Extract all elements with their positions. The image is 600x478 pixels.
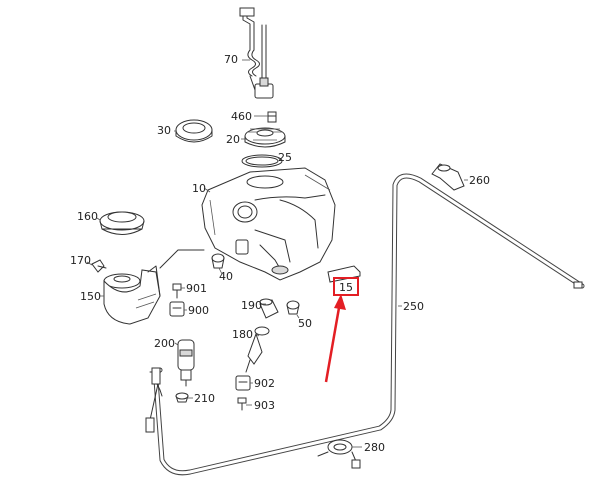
label-190: 190 bbox=[241, 299, 262, 312]
leader-lines bbox=[86, 59, 468, 448]
highlight-arrow bbox=[324, 294, 346, 383]
highlight-box-part-15 bbox=[333, 277, 359, 296]
part-250-washer-hose[interactable] bbox=[145, 173, 585, 476]
part-900-connector[interactable] bbox=[169, 301, 185, 317]
part-150-filler-neck[interactable] bbox=[103, 265, 161, 325]
label-25: 25 bbox=[278, 151, 292, 164]
part-460-plug[interactable] bbox=[267, 111, 277, 123]
label-20: 20 bbox=[226, 133, 240, 146]
part-280-hose-clip[interactable] bbox=[317, 439, 361, 469]
label-460: 460 bbox=[231, 110, 252, 123]
part-40-grommet[interactable] bbox=[211, 253, 225, 269]
part-901-screw[interactable] bbox=[172, 283, 182, 299]
part-903-screw[interactable] bbox=[237, 397, 247, 411]
part-160-cap[interactable] bbox=[99, 211, 145, 235]
part-200-washer-pump[interactable] bbox=[177, 339, 195, 387]
label-902: 902 bbox=[254, 377, 275, 390]
part-30-cap-ring[interactable] bbox=[175, 119, 213, 143]
label-15: 15 bbox=[339, 281, 353, 294]
label-901: 901 bbox=[186, 282, 207, 295]
part-50-grommet[interactable] bbox=[286, 300, 300, 315]
label-160: 160 bbox=[77, 210, 98, 223]
label-70: 70 bbox=[224, 53, 238, 66]
part-902-connector[interactable] bbox=[235, 375, 251, 391]
part-10-reservoir[interactable] bbox=[201, 167, 336, 281]
part-190-pump[interactable] bbox=[259, 298, 279, 319]
label-210: 210 bbox=[194, 392, 215, 405]
label-903: 903 bbox=[254, 399, 275, 412]
label-260: 260 bbox=[469, 174, 490, 187]
label-150: 150 bbox=[80, 290, 101, 303]
part-170-clip[interactable] bbox=[91, 259, 107, 273]
part-180-level-sensor[interactable] bbox=[245, 326, 270, 373]
part-260-hose-clip[interactable] bbox=[431, 163, 465, 191]
label-50: 50 bbox=[298, 317, 312, 330]
label-170: 170 bbox=[70, 254, 91, 267]
label-280: 280 bbox=[364, 441, 385, 454]
label-900: 900 bbox=[188, 304, 209, 317]
label-180: 180 bbox=[232, 328, 253, 341]
part-210-grommet[interactable] bbox=[175, 392, 189, 403]
label-10: 10 bbox=[192, 182, 206, 195]
part-15-bracket[interactable] bbox=[327, 265, 361, 296]
part-25-gasket[interactable] bbox=[241, 154, 283, 168]
label-30: 30 bbox=[157, 124, 171, 137]
part-labels: 70 460 20 30 25 10 260 160 170 150 40 90… bbox=[70, 53, 490, 454]
label-40: 40 bbox=[219, 270, 233, 283]
label-200: 200 bbox=[154, 337, 175, 350]
label-250: 250 bbox=[403, 300, 424, 313]
part-70-pump-pipe[interactable] bbox=[239, 7, 274, 99]
part-20-pump-sender[interactable] bbox=[244, 127, 286, 148]
